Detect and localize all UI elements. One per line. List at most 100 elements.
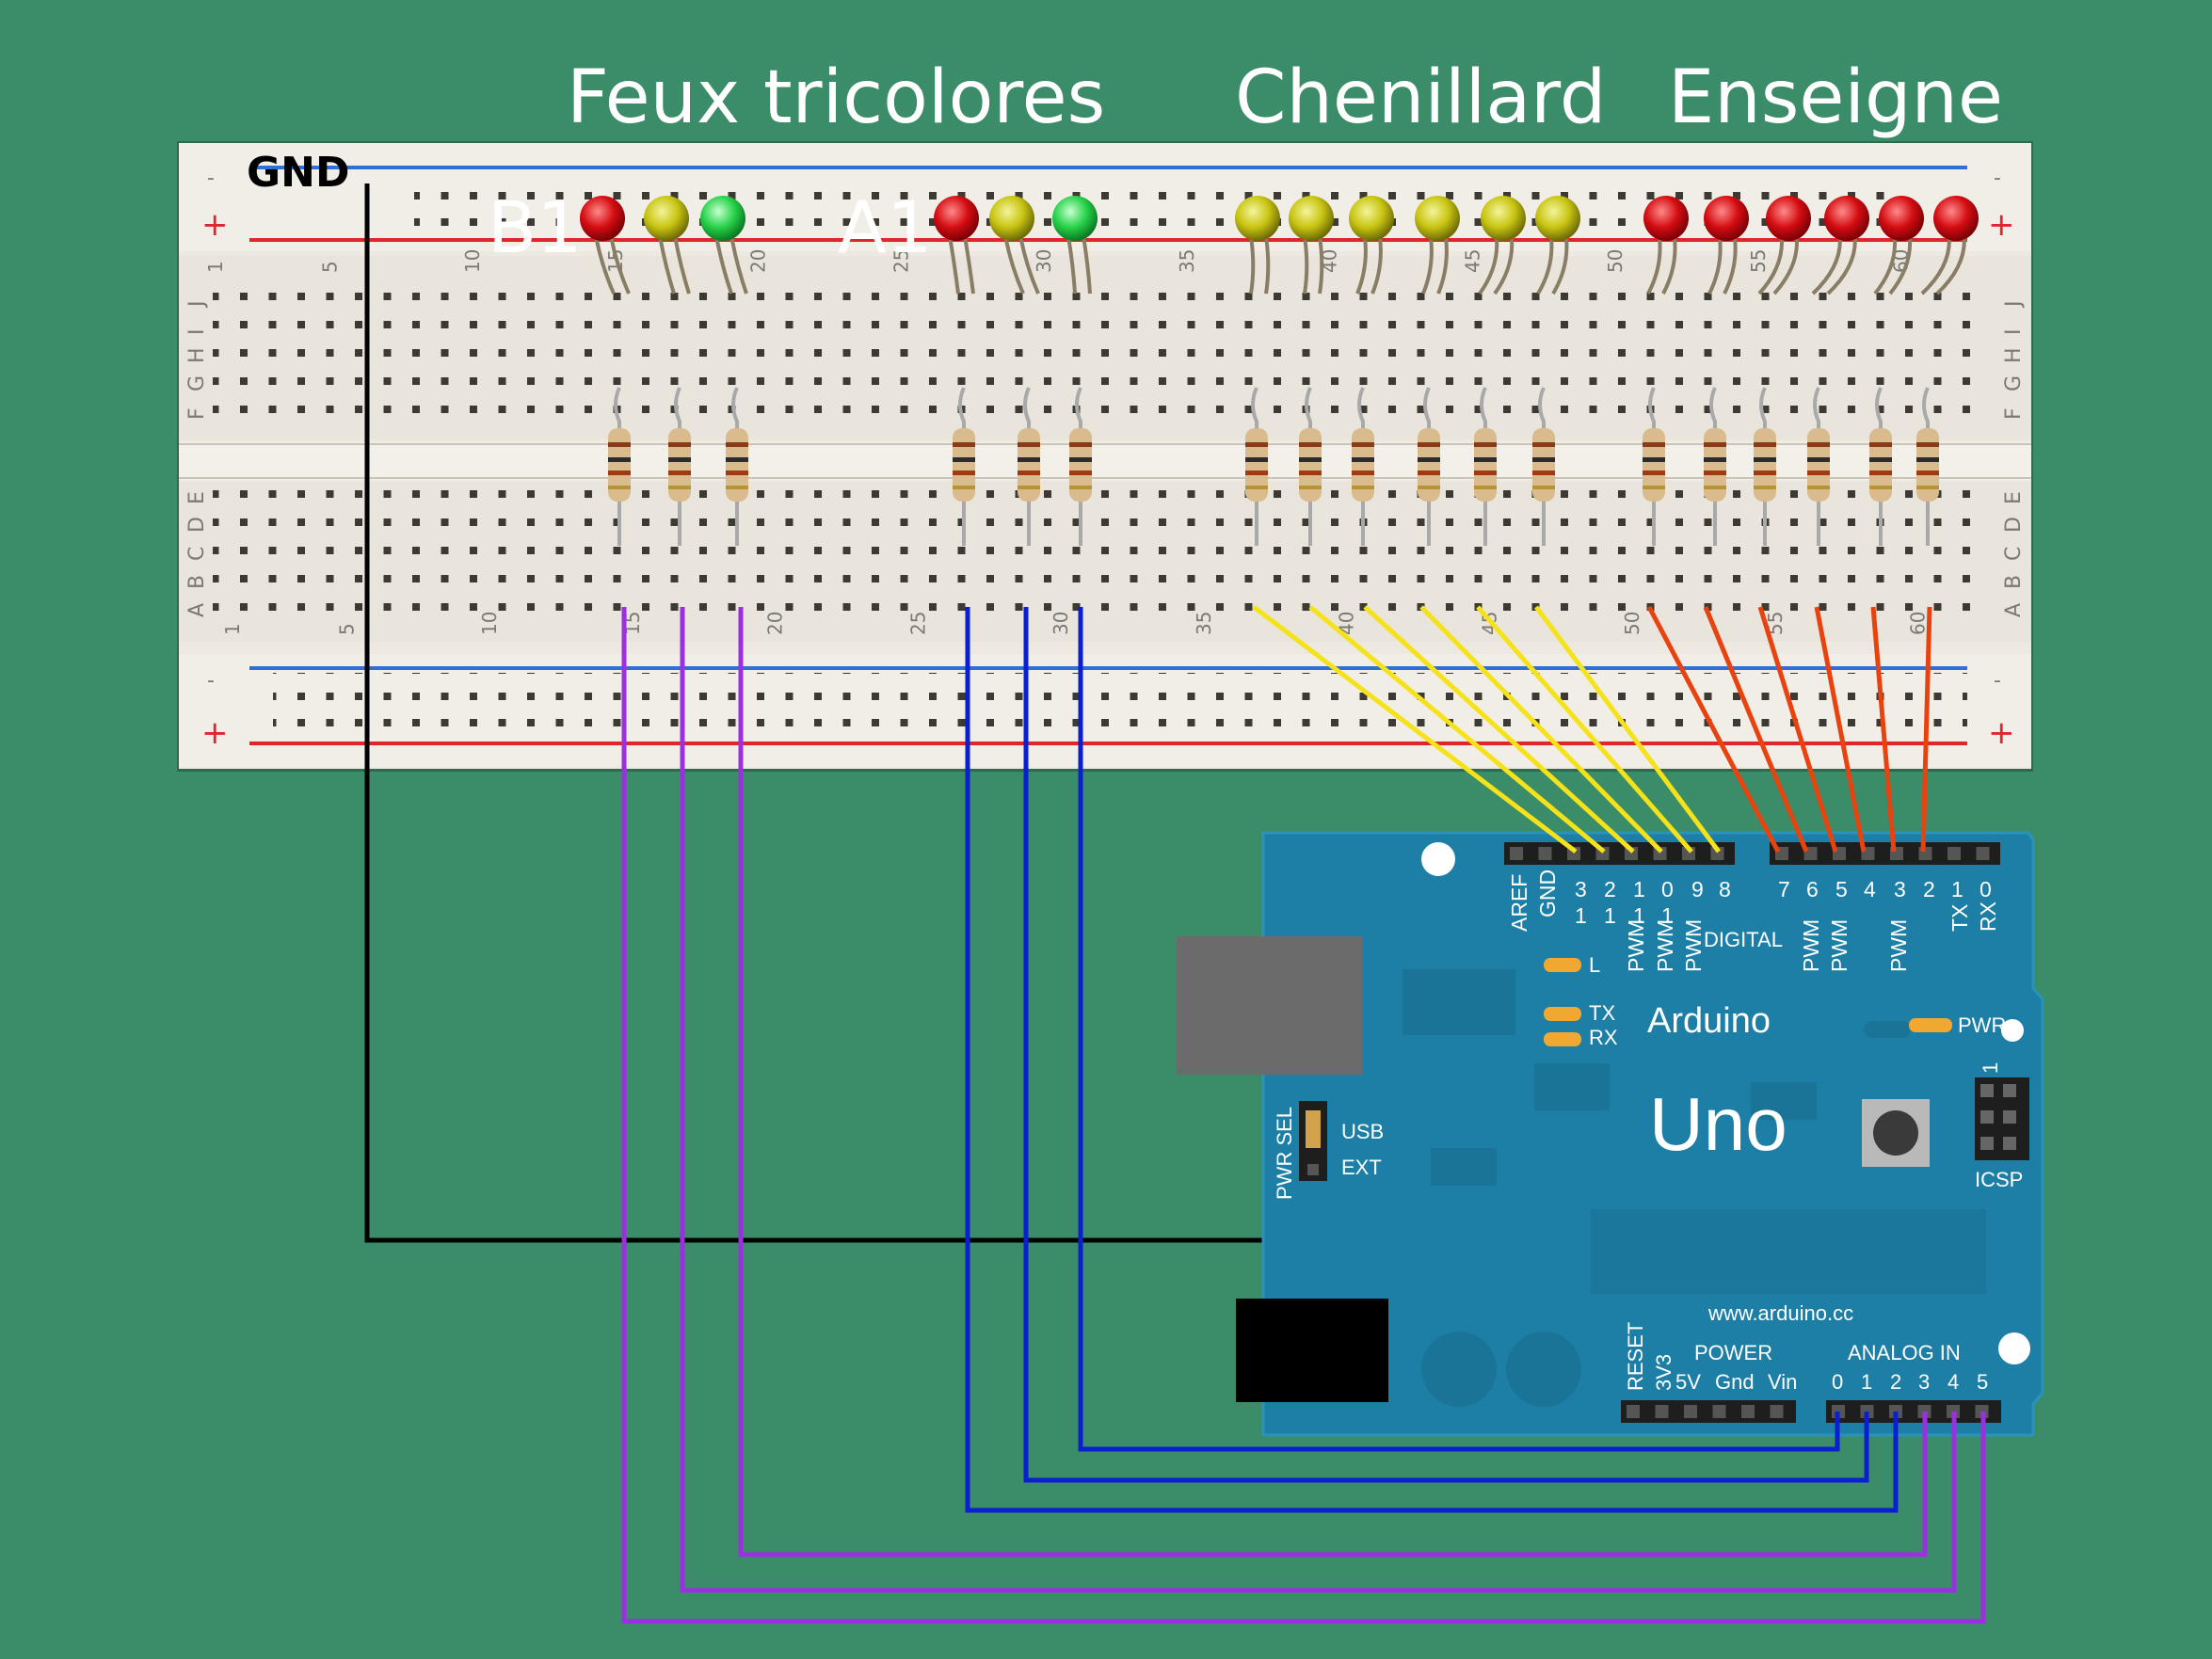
resistor — [1299, 428, 1322, 502]
analog-wire-blue — [965, 607, 1899, 1513]
digital-pin-number: 5 — [1835, 877, 1848, 901]
row-letter-left: H — [185, 347, 209, 363]
led-rx — [1544, 1032, 1581, 1046]
rail-minus-bl: - — [207, 669, 215, 693]
resistor — [1704, 428, 1726, 502]
led — [1235, 196, 1280, 241]
icsp-pin1-label: 1 — [1979, 1062, 2002, 1074]
row-letter-right: I — [2002, 329, 2026, 336]
resistor — [1474, 428, 1497, 502]
resistor — [1245, 428, 1268, 502]
analog-wire-purple — [738, 607, 1928, 1557]
sign-wire — [1814, 606, 1867, 853]
marker-b1: B1 — [488, 185, 583, 269]
digital-pin-number: 8 — [1719, 877, 1731, 901]
analog-pin-number: 5 — [1977, 1370, 1988, 1394]
led — [1052, 196, 1098, 241]
sign-wire — [1870, 606, 1897, 853]
analog-pin-number: 2 — [1890, 1370, 1901, 1394]
led — [934, 196, 979, 241]
column-number-bottom: 35 — [1193, 612, 1215, 635]
row-letter-left: J — [185, 301, 209, 310]
row-letter-right: B — [2002, 575, 2026, 589]
rail-plus-br: + — [1988, 714, 2015, 752]
chaser-wire — [1533, 605, 1722, 853]
brand-label: Arduino — [1647, 1001, 1771, 1041]
digital-pin-number: 3 — [1575, 877, 1587, 901]
led — [1481, 196, 1526, 241]
led-l — [1544, 958, 1581, 972]
digital-pin-number: 7 — [1778, 877, 1790, 901]
led — [1704, 196, 1749, 241]
column-number-top: 1 — [204, 261, 227, 273]
analog-wire-purple — [680, 607, 1957, 1593]
row-letter-left: C — [185, 547, 209, 561]
resistor — [1916, 428, 1939, 502]
tx-pin-label: TX — [1948, 904, 1972, 932]
row-letter-right: F — [2002, 407, 2026, 420]
column-number-top: 50 — [1604, 249, 1627, 273]
digital-pin-number-second: 1 — [1661, 903, 1674, 928]
led — [989, 196, 1034, 241]
row-letter-left: D — [185, 517, 209, 533]
gnd-power-pin-label: Gnd — [1715, 1370, 1755, 1394]
resistor — [726, 428, 748, 502]
arduino-uno-board: ICSP 1 PWR SEL USB EXT L TX RX PWR Ardui… — [1177, 831, 2044, 1437]
row-letter-left: B — [185, 575, 209, 589]
row-letter-left: E — [185, 491, 209, 504]
analog-label: ANALOG IN — [1848, 1341, 1961, 1364]
column-number-bottom: 50 — [1621, 612, 1643, 635]
column-number-top: 55 — [1747, 249, 1770, 273]
led — [1349, 196, 1394, 241]
digital-pin-number: 1 — [1633, 877, 1645, 901]
column-number-bottom: 1 — [221, 623, 244, 635]
icsp-label: ICSP — [1975, 1168, 2023, 1191]
analog-wire-blue — [1023, 607, 1869, 1483]
column-number-bottom: 5 — [335, 623, 358, 635]
column-number-bottom: 20 — [764, 612, 787, 635]
power-header — [1621, 1400, 1796, 1423]
website-label: www.arduino.cc — [1707, 1301, 1853, 1325]
led-tx — [1544, 1007, 1581, 1021]
rail-plus-tr: + — [1988, 206, 2015, 244]
digital-pin-number: 2 — [1923, 877, 1935, 901]
pwr-sel-label: PWR SEL — [1273, 1107, 1296, 1200]
led — [1766, 196, 1811, 241]
rail-minus-tr: - — [1994, 167, 2001, 190]
rail-plus-bl: + — [201, 714, 229, 752]
column-number-bottom: 10 — [478, 612, 501, 635]
resistor — [1418, 428, 1440, 502]
resistor — [953, 428, 975, 502]
digital-pin-number: 0 — [1661, 877, 1674, 901]
resistor — [1754, 428, 1776, 502]
sign-wire — [1757, 606, 1838, 853]
column-number-top: 45 — [1461, 249, 1483, 273]
led — [1535, 196, 1580, 241]
column-number-bottom: 30 — [1050, 612, 1072, 635]
pwm-label: PWM — [1886, 919, 1911, 972]
rx-pin-label: RX — [1976, 901, 2000, 932]
5v-pin-label: 5V — [1675, 1370, 1701, 1394]
led — [1933, 196, 1979, 241]
resistor — [1869, 428, 1892, 502]
mount-hole-r — [2001, 1019, 2024, 1042]
vin-pin-label: Vin — [1768, 1370, 1797, 1394]
analog-pin-number: 4 — [1948, 1370, 1959, 1394]
pwm-label: PWM — [1624, 919, 1648, 972]
pwm-label: PWM — [1653, 919, 1677, 972]
digital-pin-number-second: 1 — [1633, 903, 1645, 928]
led-pwr-label: PWR — [1958, 1013, 2006, 1037]
resistor — [1643, 428, 1665, 502]
pwm-label: PWM — [1827, 919, 1851, 972]
column-number-top: 10 — [461, 249, 484, 273]
column-number-top: 20 — [747, 249, 770, 273]
digital-pin-number-second: 1 — [1575, 903, 1587, 928]
analog-wire-blue — [1078, 607, 1840, 1452]
analog-pin-number: 1 — [1861, 1370, 1872, 1394]
led — [1643, 196, 1689, 241]
digital-label: DIGITAL — [1704, 928, 1783, 951]
resistor — [1069, 428, 1092, 502]
3v3-pin-label: 3V3 — [1652, 1354, 1675, 1391]
analog-pin-number: 0 — [1832, 1370, 1843, 1394]
digital-pin-number: 0 — [1980, 877, 1992, 901]
